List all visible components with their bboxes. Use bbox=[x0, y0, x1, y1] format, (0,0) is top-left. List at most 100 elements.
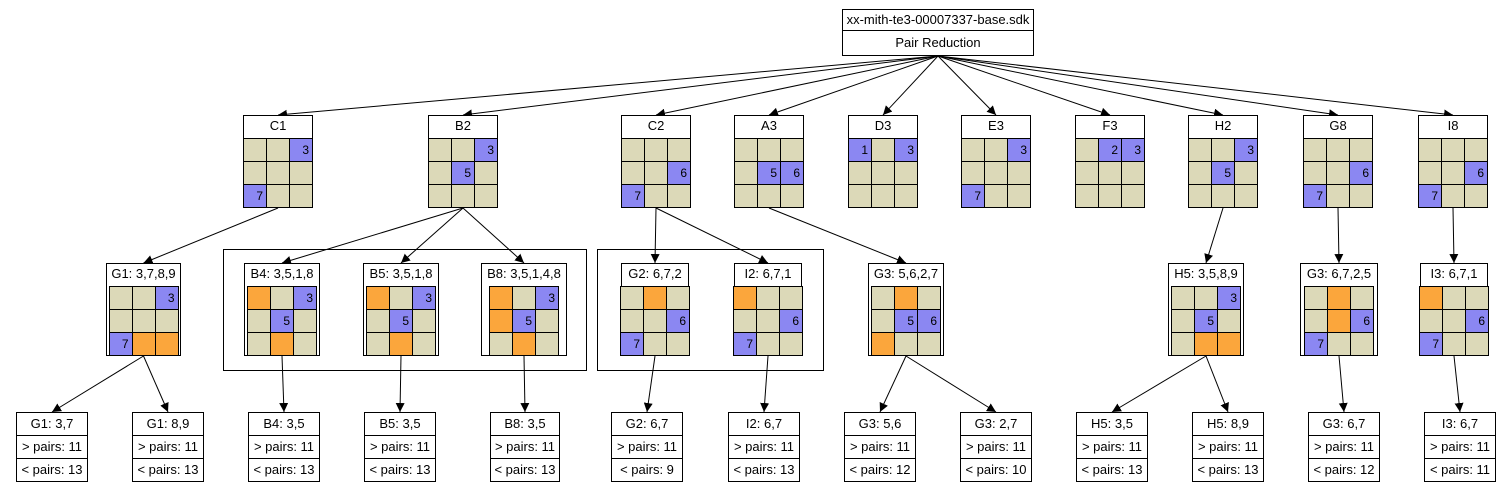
leaf-l7: I2: 6,7> pairs: 11< pairs: 13 bbox=[728, 412, 800, 482]
leaf-l6: G2: 6,7> pairs: 11< pairs: 9 bbox=[611, 412, 683, 482]
grid-cell bbox=[1304, 162, 1326, 184]
grid-cell-highlight bbox=[895, 287, 917, 309]
grid-cell-given: 7 bbox=[962, 185, 984, 207]
grid-cell bbox=[621, 287, 643, 309]
root-node: xx-mith-te3-00007337-base.sdk Pair Reduc… bbox=[842, 9, 1034, 56]
leaf-title: B4: 3,5 bbox=[263, 416, 305, 431]
grid-cell bbox=[475, 162, 497, 184]
grid-cell bbox=[290, 185, 312, 207]
grid-cell-given: 6 bbox=[668, 162, 690, 184]
grid-cell-highlight bbox=[1328, 287, 1350, 309]
grid-cell bbox=[1305, 310, 1327, 332]
leaf-separator bbox=[729, 435, 799, 436]
greater-pairs: > pairs: 11 bbox=[965, 439, 1027, 454]
grid-cell-given: 5 bbox=[758, 162, 780, 184]
grid-cell bbox=[294, 333, 316, 355]
leaf-title: B5: 3,5 bbox=[379, 416, 421, 431]
grid-cell-given: 5 bbox=[271, 310, 293, 332]
grid-cell bbox=[367, 310, 389, 332]
grid-cell bbox=[849, 185, 871, 207]
less-pairs: < pairs: 13 bbox=[1081, 462, 1143, 477]
grid-cell bbox=[895, 333, 917, 355]
grid-cell bbox=[1442, 139, 1464, 161]
greater-pairs: > pairs: 11 bbox=[494, 439, 556, 454]
node-title: G3: 6,7,2,5 bbox=[1306, 266, 1372, 281]
grid-cell bbox=[1099, 162, 1121, 184]
grid-cell bbox=[849, 162, 871, 184]
leaf-separator bbox=[365, 458, 435, 459]
grid-cell bbox=[1122, 162, 1144, 184]
leaf-separator bbox=[1425, 458, 1495, 459]
grid-cell bbox=[244, 139, 266, 161]
leaf-separator bbox=[1193, 435, 1263, 436]
leaf-separator bbox=[17, 458, 87, 459]
grid-cell bbox=[490, 333, 512, 355]
grid-cell bbox=[1466, 287, 1488, 309]
grid-cell bbox=[1076, 162, 1098, 184]
edge-root-g8 bbox=[937, 55, 1339, 119]
node-title: B4: 3,5,1,8 bbox=[250, 266, 314, 281]
leaf-title: B8: 3,5 bbox=[504, 416, 546, 431]
grid-cell bbox=[1419, 162, 1441, 184]
edge-root-a3 bbox=[768, 55, 939, 117]
grid-cell bbox=[1466, 333, 1488, 355]
leaf-l2: G1: 8,9> pairs: 11< pairs: 13 bbox=[132, 412, 204, 482]
leaf-separator bbox=[729, 458, 799, 459]
edge-g3-l9 bbox=[905, 355, 997, 413]
cluster-c2-children bbox=[597, 249, 824, 371]
leaf-separator bbox=[491, 435, 559, 436]
grid-cell-highlight bbox=[390, 333, 412, 355]
node-title: C1 bbox=[269, 118, 287, 133]
grid-cell bbox=[536, 333, 558, 355]
grid-cell bbox=[781, 185, 803, 207]
grid-cell-given: 6 bbox=[780, 310, 802, 332]
edge-a3-g3 bbox=[768, 207, 907, 264]
node-title: G3: 5,6,2,7 bbox=[873, 266, 939, 281]
grid-cell bbox=[1419, 139, 1441, 161]
root-separator bbox=[843, 30, 1033, 31]
grid-cell bbox=[780, 333, 802, 355]
node-title: I2: 6,7,1 bbox=[744, 266, 792, 281]
grid-cell-highlight bbox=[132, 333, 155, 355]
grid-cell-given: 3 bbox=[294, 287, 316, 309]
grid-cell bbox=[1212, 139, 1234, 161]
grid-cell bbox=[622, 162, 644, 184]
leaf-title: H5: 8,9 bbox=[1207, 416, 1249, 431]
greater-pairs: > pairs: 11 bbox=[733, 439, 795, 454]
grid-cell bbox=[1350, 139, 1372, 161]
grid-cell bbox=[267, 185, 289, 207]
edge-c2-i2 bbox=[655, 207, 769, 264]
grid-cell bbox=[757, 310, 779, 332]
grid-cell-given: 3 bbox=[1218, 287, 1240, 309]
grid-cell bbox=[1076, 185, 1098, 207]
greater-pairs: > pairs: 11 bbox=[616, 439, 678, 454]
edge-root-f3 bbox=[937, 55, 1111, 117]
edge-root-e3 bbox=[937, 55, 997, 116]
grid-cell bbox=[109, 310, 132, 332]
leaf-separator bbox=[249, 435, 319, 436]
grid-cell bbox=[757, 287, 779, 309]
grid-cell-given: 6 bbox=[781, 162, 803, 184]
grid-cell bbox=[1443, 310, 1465, 332]
less-pairs: < pairs: 13 bbox=[494, 462, 556, 477]
grid-cell bbox=[290, 162, 312, 184]
grid-cell bbox=[1008, 185, 1030, 207]
grid-cell-given: 3 bbox=[155, 287, 178, 309]
grid-cell bbox=[1328, 333, 1350, 355]
grid-cell-given: 5 bbox=[452, 162, 474, 184]
grid-cell-given: 3 bbox=[413, 287, 435, 309]
grid-cell-given: 7 bbox=[1304, 185, 1326, 207]
